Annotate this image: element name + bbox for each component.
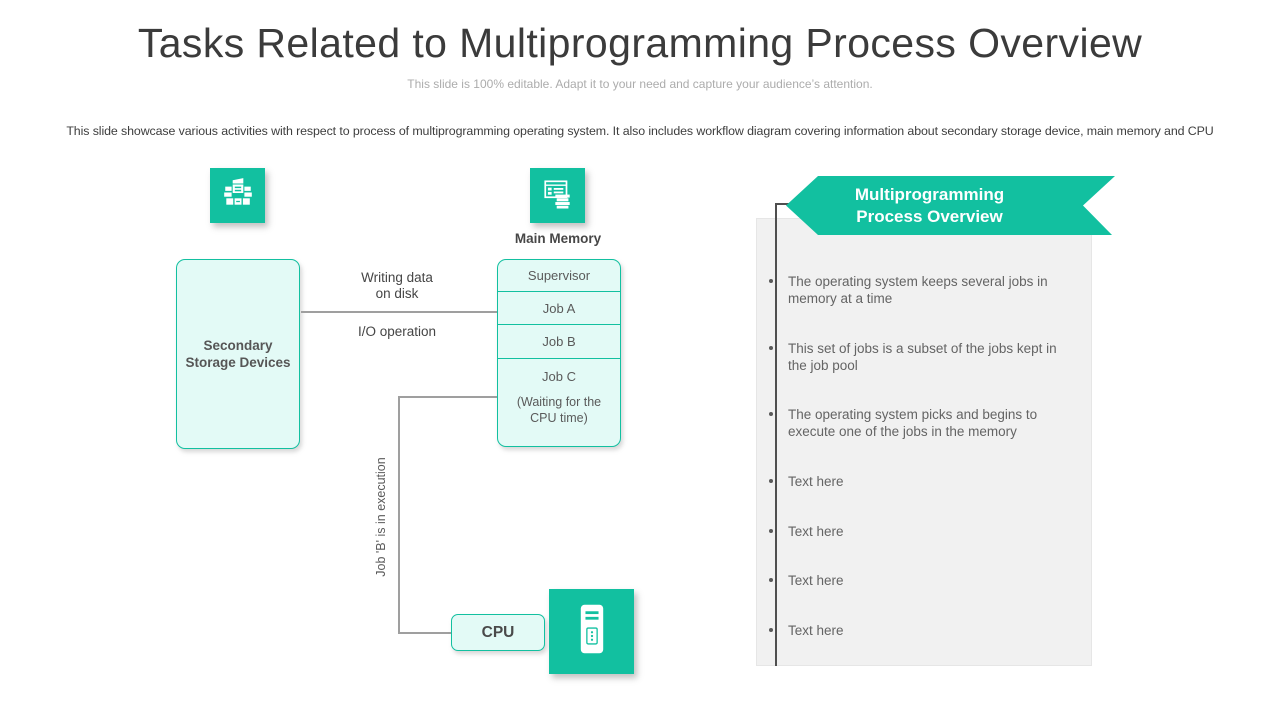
list-item: The operating system keeps several jobs …	[769, 273, 1073, 307]
memory-section-job-c: Job C (Waiting for the CPU time)	[498, 358, 620, 446]
cpu-elbow-bottom-segment	[398, 632, 451, 634]
io-operation-label: I/O operation	[357, 324, 437, 339]
memory-section-job-b: Job B	[498, 324, 620, 358]
bullet-dot-icon	[769, 346, 773, 350]
list-item-text: This set of jobs is a subset of the jobs…	[788, 341, 1057, 373]
computer-tower-icon	[578, 602, 606, 661]
page-title: Tasks Related to Multiprogramming Proces…	[137, 20, 1143, 66]
panel-connector-stub	[775, 203, 790, 205]
cpu-label: CPU	[481, 623, 515, 641]
memory-window-icon	[541, 176, 575, 215]
list-item: Text here	[769, 572, 1073, 589]
slide-description: This slide showcase various activities w…	[66, 124, 1214, 138]
waiting-note: (Waiting for the CPU time)	[516, 395, 602, 425]
list-item: Text here	[769, 523, 1073, 540]
bullet-dot-icon	[769, 529, 773, 533]
overview-banner-title: Multiprogramming Process Overview	[854, 184, 1005, 226]
overview-panel	[756, 218, 1092, 666]
cpu-tile	[549, 589, 634, 674]
list-item: The operating system picks and begins to…	[769, 406, 1073, 440]
bullet-dot-icon	[769, 628, 773, 632]
main-memory-heading: Main Memory	[514, 231, 602, 246]
list-item: Text here	[769, 622, 1073, 639]
memory-section-job-a: Job A	[498, 291, 620, 324]
secondary-storage-tile	[210, 168, 265, 223]
bullet-dot-icon	[769, 412, 773, 416]
list-item-text: The operating system keeps several jobs …	[788, 274, 1048, 306]
overview-banner-ribbon: Multiprogramming Process Overview	[786, 176, 1115, 235]
bullet-dot-icon	[769, 279, 773, 283]
slide-subtitle: This slide is 100% editable. Adapt it to…	[407, 77, 873, 91]
list-item-text: Text here	[788, 474, 844, 489]
storage-memory-connector	[301, 311, 497, 313]
job-b-execution-label: Job 'B' is in execution	[374, 457, 388, 577]
cpu-box: CPU	[445, 614, 551, 651]
secondary-storage-box: Secondary Storage Devices	[170, 259, 306, 449]
list-item: Text here	[769, 473, 1073, 490]
main-memory-box: Supervisor Job A Job B Job C (Waiting fo…	[497, 259, 621, 447]
list-item: This set of jobs is a subset of the jobs…	[769, 340, 1073, 374]
memory-elbow-top-segment	[398, 396, 497, 398]
memory-cpu-vertical-segment	[398, 396, 400, 633]
list-item-text: Text here	[788, 623, 844, 638]
bullet-dot-icon	[769, 578, 773, 582]
main-memory-tile	[530, 168, 585, 223]
panel-vertical-line	[775, 203, 777, 666]
secondary-storage-label: Secondary Storage Devices	[185, 338, 291, 370]
writing-data-label: Writing data on disk	[361, 270, 433, 301]
list-item-text: Text here	[788, 524, 844, 539]
list-item-text: The operating system picks and begins to…	[788, 407, 1038, 439]
memory-section-supervisor: Supervisor	[527, 268, 591, 283]
memory-section-job-c-label: Job C	[542, 369, 576, 384]
list-item-text: Text here	[788, 573, 844, 588]
server-cluster-icon	[221, 176, 255, 215]
bullet-dot-icon	[769, 479, 773, 483]
